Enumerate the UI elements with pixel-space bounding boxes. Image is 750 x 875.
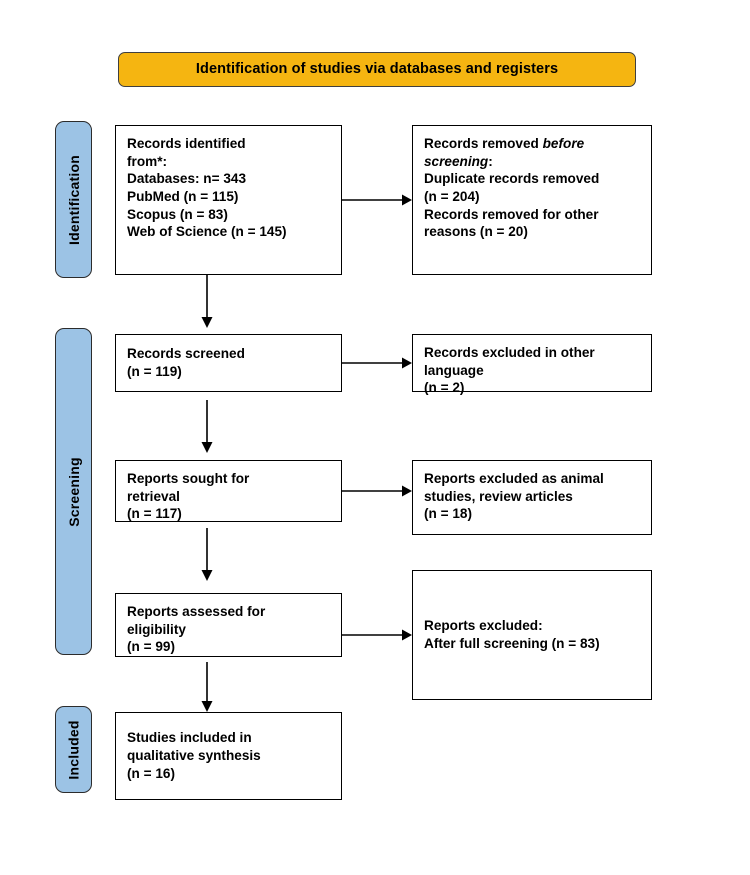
stage-tab-screening: Screening bbox=[55, 328, 92, 655]
connector-screened-to-sought bbox=[200, 400, 214, 453]
box-reports-assessed: Reports assessed for eligibility (n = 99… bbox=[115, 593, 342, 657]
box-records-identified: Records identified from*: Databases: n= … bbox=[115, 125, 342, 275]
connector-identified-to-removed bbox=[342, 193, 412, 207]
box-records-excluded-language-text: Records excluded in other language (n = … bbox=[424, 345, 595, 396]
box-studies-included-text: Studies included in qualitative synthesi… bbox=[127, 730, 261, 781]
box-records-identified-text: Records identified from*: Databases: n= … bbox=[127, 136, 287, 240]
stage-tab-included: Included bbox=[55, 706, 92, 793]
box-records-removed-before-screening: Records removed before screening: Duplic… bbox=[412, 125, 652, 275]
records-removed-lead-text: Records removed bbox=[424, 136, 543, 151]
connector-assessed-to-included bbox=[200, 662, 214, 712]
box-reports-excluded-animal: Reports excluded as animal studies, revi… bbox=[412, 460, 652, 535]
stage-tab-screening-label: Screening bbox=[65, 456, 82, 527]
identification-banner-label: Identification of studies via databases … bbox=[195, 60, 559, 77]
box-records-excluded-language: Records excluded in other language (n = … bbox=[412, 334, 652, 395]
stage-tab-identification-label: Identification bbox=[65, 154, 82, 245]
stage-tab-included-label: Included bbox=[65, 719, 82, 780]
connector-sought-to-excluded-animal bbox=[342, 484, 412, 498]
records-removed-colon: : bbox=[488, 153, 493, 169]
box-reports-excluded-full-screening: Reports excluded: After full screening (… bbox=[412, 570, 652, 700]
box-reports-sought-text: Reports sought for retrieval (n = 117) bbox=[127, 471, 250, 522]
box-studies-included: Studies included in qualitative synthesi… bbox=[115, 712, 342, 800]
records-removed-italic-text: before screening bbox=[424, 136, 585, 169]
box-records-removed-lead: Records removed before screening: bbox=[424, 135, 640, 170]
box-records-screened-text: Records screened (n = 119) bbox=[127, 346, 245, 379]
identification-banner: Identification of studies via databases … bbox=[118, 52, 636, 87]
box-records-screened: Records screened (n = 119) bbox=[115, 334, 342, 392]
stage-tab-identification: Identification bbox=[55, 121, 92, 278]
connector-screened-to-excluded-language bbox=[342, 356, 412, 370]
box-reports-excluded-animal-text: Reports excluded as animal studies, revi… bbox=[424, 471, 604, 522]
box-reports-assessed-text: Reports assessed for eligibility (n = 99… bbox=[127, 604, 266, 655]
connector-identified-to-screened bbox=[200, 275, 214, 328]
connector-sought-to-assessed bbox=[200, 528, 214, 581]
connector-assessed-to-excluded-full bbox=[342, 628, 412, 642]
box-reports-excluded-full-screening-text: Reports excluded: After full screening (… bbox=[424, 618, 600, 651]
box-records-removed-rest: Duplicate records removed (n = 204) Reco… bbox=[424, 171, 600, 240]
box-reports-sought: Reports sought for retrieval (n = 117) bbox=[115, 460, 342, 522]
